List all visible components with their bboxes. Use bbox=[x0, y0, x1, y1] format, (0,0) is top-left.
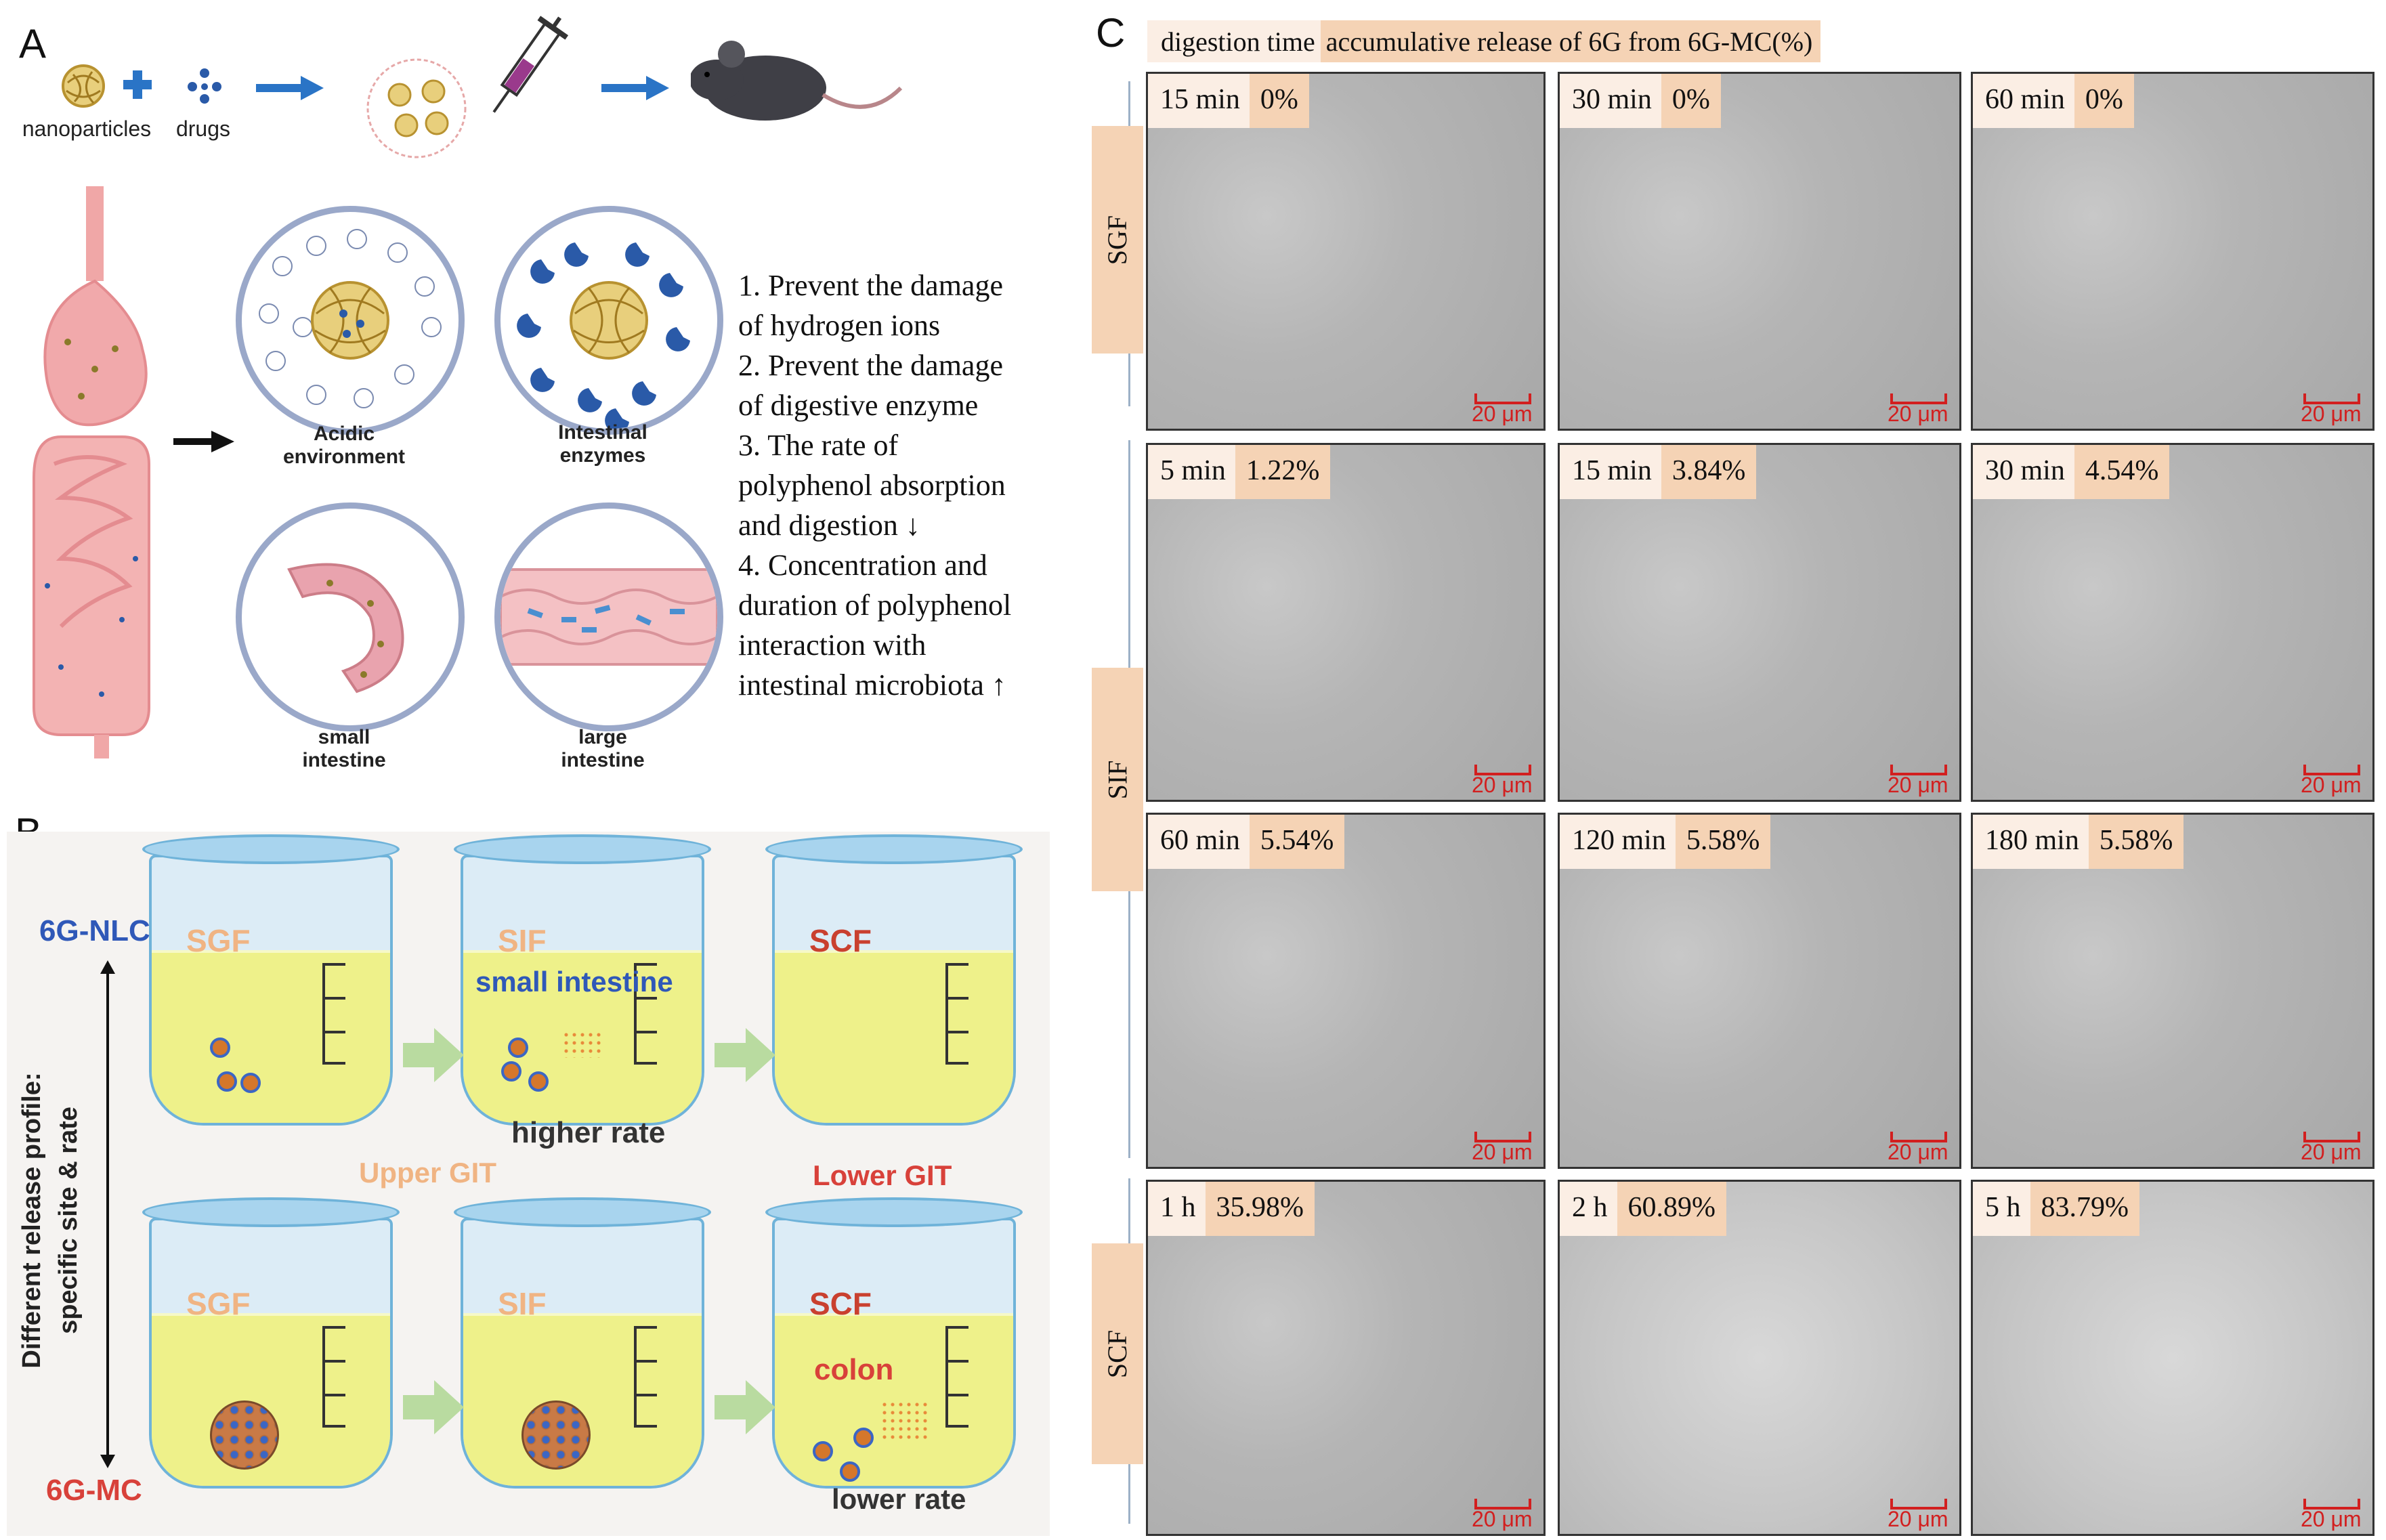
side-text: Different release profile: specific site… bbox=[18, 1072, 83, 1369]
acidic-environment-circle bbox=[236, 206, 465, 435]
point-line: interaction with bbox=[738, 628, 926, 662]
mc-label: 6G-MC bbox=[46, 1474, 142, 1507]
point-line: 1. Prevent the damage bbox=[738, 269, 1003, 302]
plus-icon bbox=[123, 70, 152, 99]
large-intestine-circle bbox=[494, 502, 723, 731]
nanoparticles-label: nanoparticles bbox=[22, 116, 152, 141]
row-label-sgf: SGF bbox=[1092, 126, 1143, 354]
lower-git-label: Lower GIT bbox=[813, 1159, 952, 1191]
small-intestine-label: small intestine bbox=[475, 966, 673, 998]
gi-tract-icon bbox=[33, 186, 150, 758]
header-release: accumulative release of 6G from 6G-MC(%) bbox=[1320, 20, 1821, 62]
point-line: polyphenol absorption bbox=[738, 469, 1006, 502]
syringe-icon bbox=[492, 16, 569, 113]
point-line: and digestion ↓ bbox=[738, 509, 920, 542]
nlc-label: 6G-NLC bbox=[39, 914, 150, 947]
mouse-icon bbox=[691, 41, 903, 121]
point-line: duration of polyphenol bbox=[738, 589, 1012, 622]
nanoparticle-icon bbox=[62, 64, 105, 108]
point-line: of hydrogen ions bbox=[738, 309, 941, 342]
beaker-mc-scf: SCF bbox=[765, 1197, 1023, 1489]
arrow-right-icon bbox=[256, 76, 324, 100]
beaker-mc-sgf: SGF bbox=[142, 1197, 400, 1489]
arrow-right-icon bbox=[403, 1380, 464, 1434]
higher-rate-label: higher rate bbox=[511, 1116, 666, 1149]
row-label-scf: SCF bbox=[1092, 1243, 1143, 1464]
point-line: 3. The rate of bbox=[738, 429, 899, 462]
arrow-right-icon bbox=[715, 1028, 775, 1082]
point-line: 4. Concentration and bbox=[738, 549, 987, 582]
intestinal-enzymes-circle bbox=[494, 206, 723, 435]
panel-a-letter: A bbox=[19, 21, 47, 66]
arrow-right-icon bbox=[601, 76, 669, 100]
lower-rate-label: lower rate bbox=[832, 1483, 966, 1515]
upper-git-label: Upper GIT bbox=[359, 1157, 497, 1189]
beaker-mc-sif: SIF bbox=[454, 1197, 711, 1489]
colon-label: colon bbox=[814, 1353, 894, 1386]
point-line: 2. Prevent the damage bbox=[738, 349, 1003, 382]
arrow-right-icon bbox=[403, 1028, 464, 1082]
beaker-nlc-sgf: SGF bbox=[142, 834, 400, 1126]
beaker-nlc-scf: SCF bbox=[765, 834, 1023, 1126]
point-line: of digestive enzyme bbox=[738, 389, 979, 422]
benefit-points-list: 1. Prevent the damage of hydrogen ions 2… bbox=[738, 265, 1077, 705]
header-digestion-time: digestion time bbox=[1147, 20, 1321, 62]
drugs-label: drugs bbox=[175, 116, 231, 141]
double-arrow-icon bbox=[100, 960, 115, 1468]
release-profile-panel: 6G-NLC 6G-MC Different release profile: … bbox=[7, 832, 1050, 1536]
arrow-right-icon bbox=[715, 1380, 775, 1434]
nanoparticle-dish-icon bbox=[366, 58, 467, 158]
small-intestine-circle bbox=[236, 502, 465, 731]
row-label-sif: SIF bbox=[1092, 668, 1143, 891]
table-header: digestion time accumulative release of 6… bbox=[1147, 20, 1821, 62]
drugs-icon bbox=[188, 68, 221, 104]
panel-c-letter: C bbox=[1096, 10, 1126, 56]
beaker-nlc-sif: SIF bbox=[454, 834, 711, 1126]
point-line: intestinal microbiota ↑ bbox=[738, 668, 1006, 702]
arrow-right-icon bbox=[173, 431, 234, 452]
